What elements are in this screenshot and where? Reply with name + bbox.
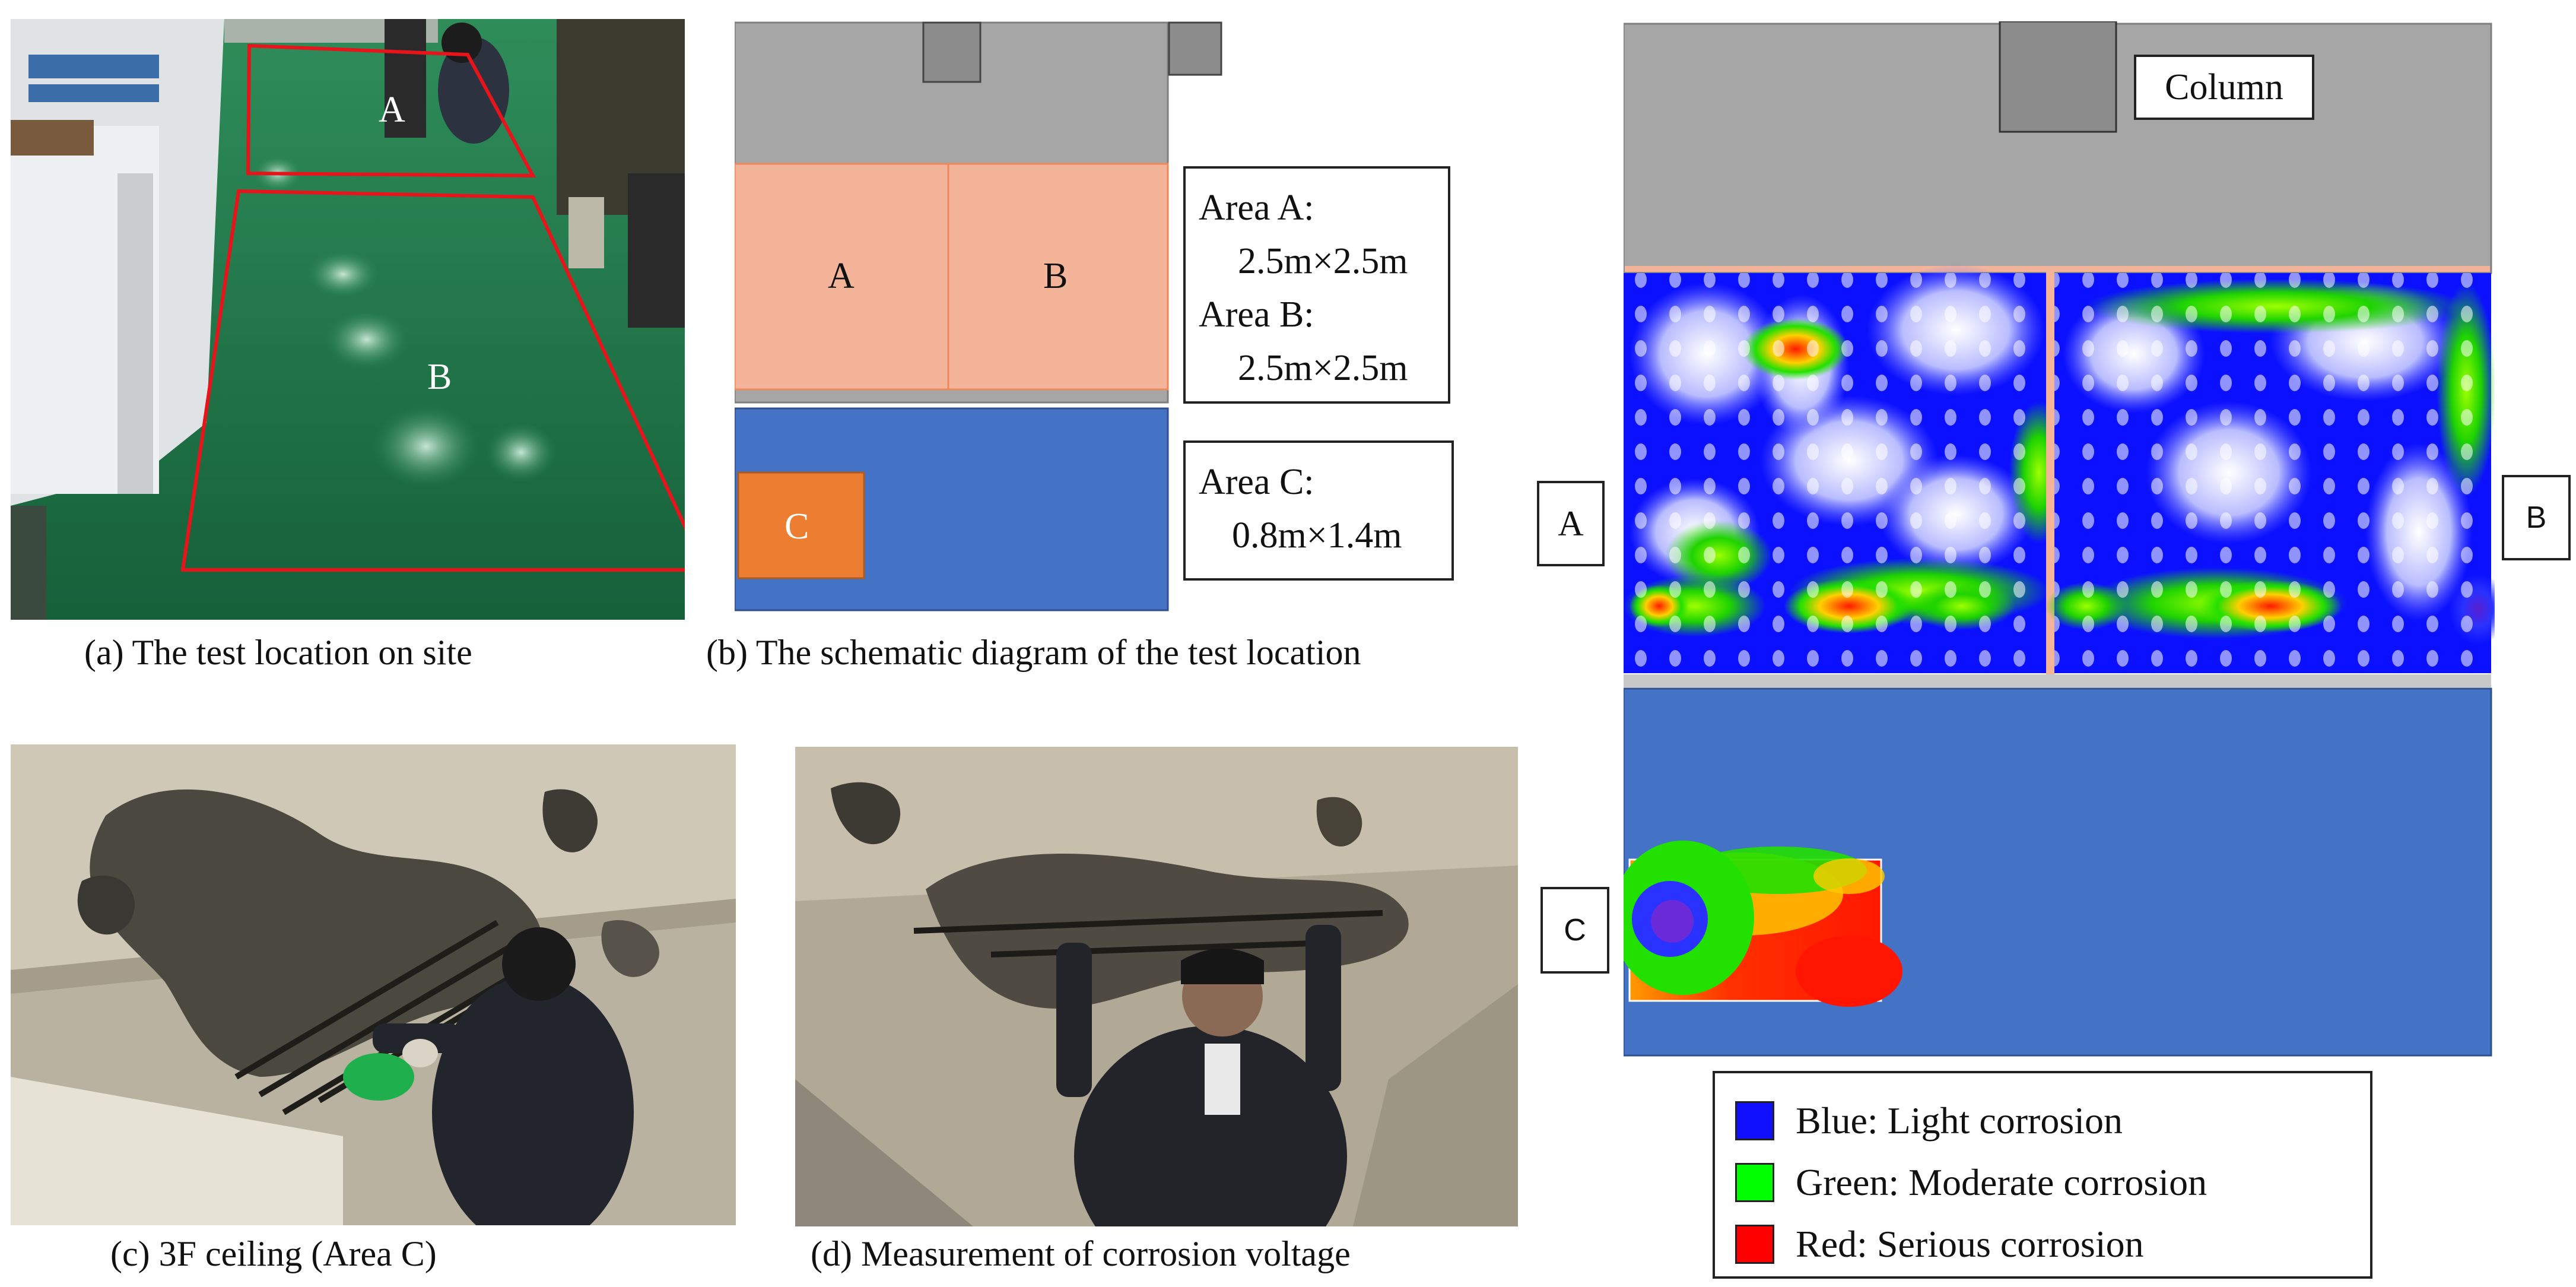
heatmap-area-c (1624, 841, 1902, 1007)
caption-d: (d) Measurement of corrosion voltage (811, 1234, 1351, 1273)
map-label-box-b: B (2502, 475, 2571, 560)
map-label-box-c: C (1540, 887, 1609, 974)
map-label-box-a: A (1537, 481, 1605, 566)
heatmap-area-a (1624, 265, 2069, 673)
schematic-label-b: B (1043, 256, 1068, 296)
legend-swatch-green (1735, 1163, 1774, 1202)
corrosion-map (1624, 21, 2495, 1061)
area-c-box: Area C: 0.8m×1.4m (1183, 440, 1454, 581)
legend-label-moderate: Green: Moderate corrosion (1796, 1161, 2207, 1203)
area-a-size: 2.5m×2.5m (1238, 240, 1408, 281)
schematic-area-b (947, 163, 1169, 391)
ceiling-photo (11, 744, 736, 1225)
schematic-area-c (737, 471, 865, 579)
area-ab-box: Area A: 2.5m×2.5m Area B: 2.5m×2.5m (1183, 166, 1450, 404)
schematic-column-1 (922, 21, 982, 83)
schematic-label-a: A (828, 256, 855, 296)
site-photo (11, 19, 685, 620)
column-label-box: Column (2134, 55, 2314, 120)
schematic-diagram (735, 19, 1227, 619)
area-b-size: 2.5m×2.5m (1238, 347, 1408, 388)
schematic-area-a (735, 163, 949, 391)
measurement-photo (795, 747, 1518, 1226)
area-b-title: Area B: (1199, 294, 1314, 335)
map-column-block (1999, 21, 2117, 133)
caption-b: (b) The schematic diagram of the test lo… (706, 633, 1361, 672)
schematic-label-c: C (784, 506, 809, 547)
map-label-a: A (1558, 503, 1584, 543)
legend-row-moderate: Green: Moderate corrosion (1735, 1152, 2350, 1213)
caption-c: (c) 3F ceiling (Area C) (110, 1234, 437, 1273)
legend-label-serious: Red: Serious corrosion (1796, 1223, 2144, 1265)
legend-swatch-red (1735, 1225, 1774, 1264)
area-c-size: 0.8m×1.4m (1232, 515, 1402, 556)
corrosion-legend: Blue: Light corrosion Green: Moderate co… (1713, 1071, 2372, 1279)
photo-label-a: A (379, 90, 405, 130)
legend-label-light: Blue: Light corrosion (1796, 1099, 2123, 1142)
area-c-title: Area C: (1199, 462, 1314, 502)
legend-row-light: Blue: Light corrosion (1735, 1090, 2350, 1152)
map-label-b: B (2526, 500, 2547, 535)
column-label: Column (2165, 66, 2283, 107)
heatmap-area-b (2045, 273, 2495, 673)
area-a-title: Area A: (1199, 188, 1314, 228)
legend-swatch-blue (1735, 1101, 1774, 1140)
caption-a: (a) The test location on site (84, 633, 472, 672)
map-label-c: C (1564, 913, 1586, 947)
legend-row-serious: Red: Serious corrosion (1735, 1213, 2350, 1275)
schematic-column-2 (1168, 21, 1222, 76)
photo-label-b: B (427, 357, 452, 397)
